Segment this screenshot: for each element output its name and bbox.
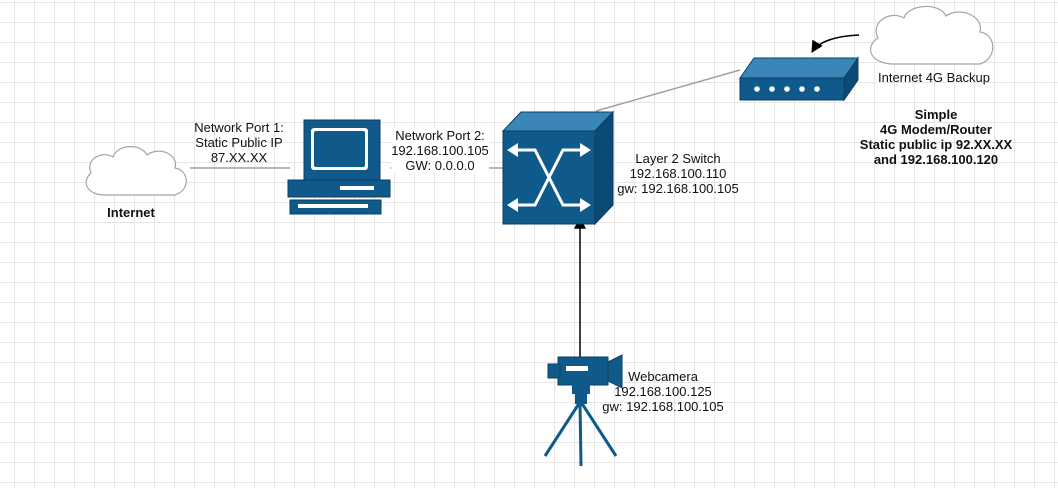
link-cloud-modem-arrow bbox=[811, 34, 860, 54]
webcam-icon bbox=[543, 354, 623, 467]
webcam-label: Webcamera 192.168.100.125 gw: 192.168.10… bbox=[602, 369, 723, 414]
modem-label-line: Static public ip 92.XX.XX bbox=[859, 137, 1013, 152]
computer-icon bbox=[287, 119, 391, 215]
modem-label-line: and 192.168.100.120 bbox=[873, 152, 999, 167]
internet-label: Internet bbox=[107, 205, 155, 220]
modem-icon bbox=[739, 56, 859, 102]
port1-label-line: Static Public IP bbox=[195, 135, 283, 150]
modem-label-line: 4G Modem/Router bbox=[880, 122, 992, 137]
port2-label-line: GW: 0.0.0.0 bbox=[405, 158, 475, 173]
webcam-label-line: Webcamera bbox=[628, 369, 698, 384]
switch-label-line: gw: 192.168.100.105 bbox=[617, 181, 739, 196]
port2-label: Network Port 2: 192.168.100.105 GW: 0.0.… bbox=[391, 128, 489, 173]
switch-icon bbox=[501, 110, 615, 226]
cloud-icon bbox=[85, 146, 187, 196]
webcam-label-line: 192.168.100.125 bbox=[614, 384, 712, 399]
switch-label-line: Layer 2 Switch bbox=[635, 151, 721, 166]
switch-label-line: 192.168.100.110 bbox=[629, 166, 727, 181]
webcam-label-line: gw: 192.168.100.105 bbox=[602, 399, 724, 414]
port2-label-line: Network Port 2: bbox=[395, 128, 485, 143]
modem-label-line: Simple bbox=[914, 107, 958, 122]
port1-label-line: Network Port 1: bbox=[194, 120, 284, 135]
port1-label: Network Port 1: Static Public IP 87.XX.X… bbox=[194, 120, 284, 165]
cloud-icon bbox=[869, 5, 994, 65]
port2-label-line: 192.168.100.105 bbox=[391, 143, 489, 158]
port1-label-line: 87.XX.XX bbox=[210, 150, 268, 165]
switch-label: Layer 2 Switch 192.168.100.110 gw: 192.1… bbox=[617, 151, 738, 196]
link-switch-modem bbox=[595, 69, 741, 112]
backup-internet-label: Internet 4G Backup bbox=[877, 70, 991, 85]
modem-label: Simple 4G Modem/Router Static public ip … bbox=[860, 107, 1012, 167]
